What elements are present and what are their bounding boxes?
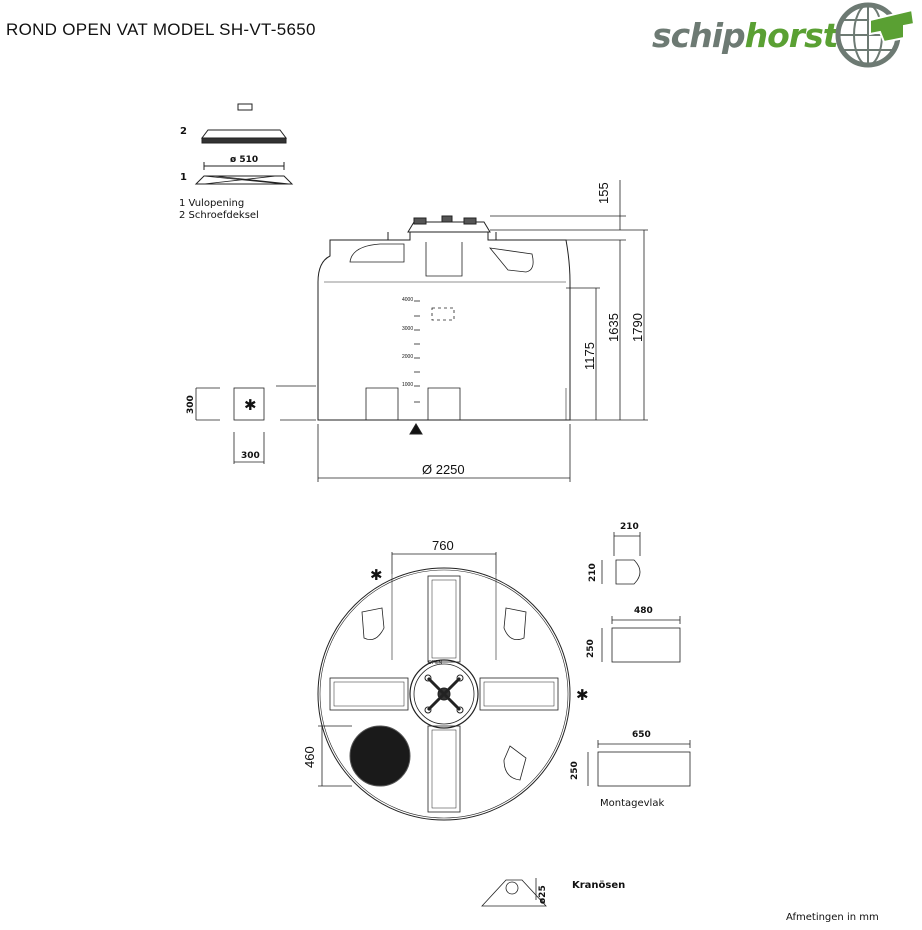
dim-crane-eye: ø25 [538, 885, 548, 904]
dim-foot-width-300: 300 [241, 451, 260, 461]
dim-foot-height-300: 300 [186, 395, 196, 414]
legend-item-fill-opening: 1 Vulopening [179, 198, 245, 209]
schiphorst-logo: schiphorst [652, 2, 920, 68]
crane-eye-detail [481, 878, 547, 907]
montage-piece-2 [601, 616, 681, 663]
globe-icon [835, 2, 916, 68]
bottom-marker-triangle [409, 423, 423, 435]
asterisk-marker: ✱ [244, 397, 257, 414]
legend-item-screw-lid: 2 Schroefdeksel [179, 210, 259, 221]
dim-1635: 1635 [606, 313, 621, 342]
side-view-tank [317, 215, 571, 421]
dim-mesh-460: 460 [302, 746, 317, 768]
legend-number-2: 2 [180, 126, 187, 137]
scale-mark-1000: 1000 [402, 382, 414, 388]
dim-piece2-height: 250 [586, 639, 596, 658]
dim-lid-155: 155 [596, 182, 611, 204]
crane-eye-label: Kranösen [572, 880, 626, 891]
side-view-dimensions [317, 180, 648, 482]
dim-diameter-2250: Ø 2250 [422, 462, 465, 477]
dim-piece1-width: 210 [620, 522, 639, 532]
montage-surface-label: Montagevlak [600, 798, 665, 809]
montage-piece-3 [587, 740, 691, 787]
montage-piece-1 [601, 532, 641, 585]
dim-piece3-width: 650 [632, 730, 651, 740]
logo-text-green: horst [744, 16, 839, 55]
mesh-filter [349, 725, 411, 787]
foot-detail [195, 385, 316, 464]
logo-text: schiphorst [652, 16, 838, 55]
scale-mark-3000: 3000 [402, 326, 414, 332]
logo-text-gray: schip [652, 16, 746, 55]
dim-1175: 1175 [582, 342, 597, 370]
dim-piece2-width: 480 [634, 606, 653, 616]
fill-opening-part [194, 162, 294, 185]
drawing-title: ROND OPEN VAT MODEL SH-VT-5650 [6, 20, 316, 39]
top-view-tank [317, 552, 571, 821]
scale-mark-4000: 4000 [402, 297, 414, 303]
legend-number-1: 1 [180, 172, 187, 183]
screw-lid-part [201, 103, 287, 144]
units-note: Afmetingen in mm [786, 912, 879, 923]
dim-1790: 1790 [630, 313, 645, 342]
dim-760: 760 [432, 538, 454, 553]
scale-mark-2000: 2000 [402, 354, 414, 360]
mesh-dimension [318, 725, 352, 787]
dim-piece1-height: 210 [588, 563, 598, 582]
asterisk-marker-right: ✱ [576, 687, 589, 704]
asterisk-marker-top: ✱ [370, 567, 383, 584]
dim-piece3-height: 250 [570, 761, 580, 780]
opening-diameter-label: ø 510 [230, 155, 259, 165]
lid-open-text: OPEN [428, 660, 443, 666]
